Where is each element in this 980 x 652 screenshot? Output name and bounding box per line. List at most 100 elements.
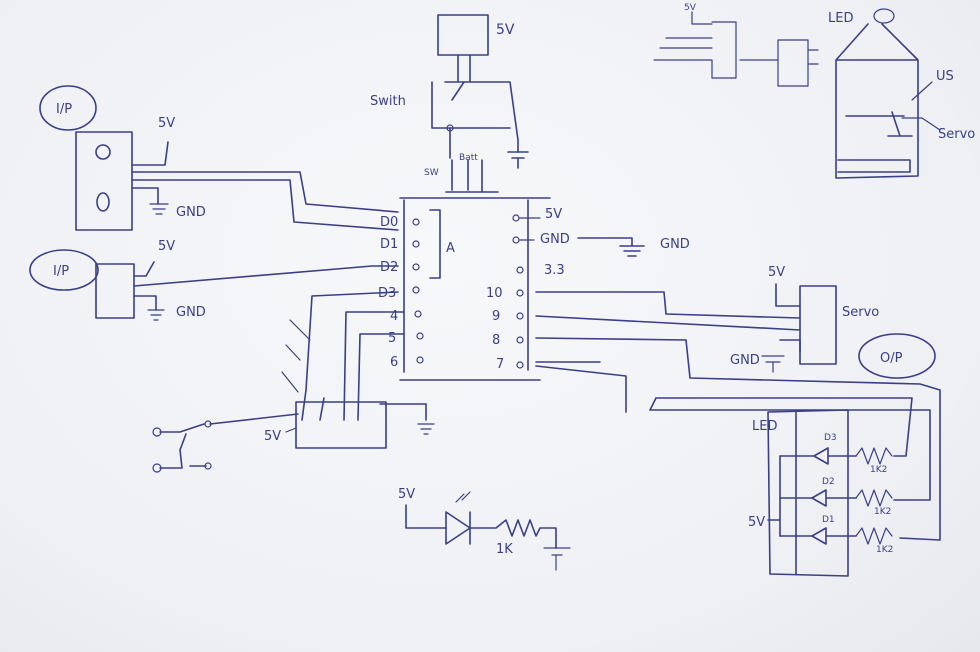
led-2-resistor: 1K2	[874, 507, 891, 517]
button-block-wires	[301, 291, 427, 421]
enclosure-us-label: US	[936, 69, 954, 84]
enclosure-outline	[835, 23, 919, 179]
pin-9: 9	[492, 309, 500, 324]
pin-5v: 5V	[545, 207, 562, 222]
enclosure-us-pointer	[911, 81, 933, 101]
pin-8: 8	[492, 333, 500, 348]
mini-schematic: 5V	[653, 3, 819, 87]
input-1-label: I/P	[56, 102, 72, 117]
supply-box	[437, 14, 489, 56]
right-pin-stubs	[519, 217, 541, 241]
button-1	[159, 413, 299, 433]
board-gnd-label: GND	[660, 237, 690, 252]
input-2-5v: 5V	[158, 239, 175, 254]
button-2	[159, 433, 207, 469]
led-array-wiring	[535, 361, 931, 501]
board-block: A D0 D1 D2 D3 4 5 6 5V GND 3.3 10 9 8 7 …	[378, 197, 690, 381]
status-led: 5V 1K	[398, 487, 571, 571]
sw-label: SW	[424, 168, 439, 178]
output-label: O/P	[880, 351, 903, 366]
input-2-ground	[147, 309, 165, 321]
pin-d0: D0	[380, 215, 398, 230]
pin-4: 4	[390, 309, 398, 324]
led-3-resistor: 1K2	[876, 545, 893, 555]
board-bracket	[429, 209, 441, 279]
enclosure-led-icon	[873, 8, 895, 24]
input-1-gnd: GND	[176, 205, 206, 220]
input-2-pins	[133, 261, 399, 311]
right-pin-holes	[512, 214, 524, 369]
button-1-terminal	[152, 427, 162, 437]
switch-ground	[507, 151, 529, 169]
servo-ground	[761, 355, 785, 373]
led-1-tag: D3	[824, 433, 837, 443]
led-3: D1 1K2	[779, 515, 893, 555]
servo-leads	[535, 283, 941, 541]
pin-5: 5	[388, 331, 396, 346]
input-sensor-2: I/P 5V GND	[29, 239, 399, 321]
led-2: D2 1K2	[779, 477, 893, 517]
servo-block: 5V Servo GND O/P	[535, 265, 941, 541]
pin-6: 6	[390, 355, 398, 370]
status-led-5v: 5V	[398, 487, 415, 502]
button-block-ground	[417, 423, 435, 435]
input-1-circle	[39, 85, 97, 131]
button-block-5v: 5V	[264, 429, 281, 444]
board-gnd-wire	[577, 237, 645, 257]
batt-label: Batt	[459, 153, 478, 163]
status-led-resistor: 1K	[496, 542, 513, 557]
pin-d3: D3	[378, 286, 396, 301]
servo-label: Servo	[842, 305, 879, 320]
pin-d2: D2	[380, 260, 398, 275]
enclosure-servo-arm	[901, 117, 941, 131]
switch-label: Swith	[370, 94, 406, 109]
button-block-feed	[285, 427, 297, 433]
pin-10: 10	[486, 286, 503, 301]
pin-3v3: 3.3	[544, 263, 565, 278]
input-1-pins	[131, 141, 399, 231]
input-1-5v: 5V	[158, 116, 175, 131]
switch-wiring	[431, 54, 519, 159]
led-3-tag: D1	[822, 515, 835, 525]
status-led-ground	[543, 547, 571, 571]
input-2-module	[95, 263, 135, 319]
input-2-circle	[29, 249, 99, 291]
button-2-terminal	[152, 463, 162, 473]
input-2-gnd: GND	[176, 305, 206, 320]
led-2-tag: D2	[822, 477, 835, 487]
status-led-diode	[445, 511, 471, 545]
button-block-hatch	[281, 319, 311, 393]
led-array-5v: 5V	[748, 515, 765, 530]
pin-gnd: GND	[540, 232, 570, 247]
supply-5v-label: 5V	[496, 22, 515, 38]
enclosure-led-label: LED	[828, 11, 853, 26]
switch-to-board-lines	[445, 159, 499, 193]
input-1-sensor-eye-a	[95, 144, 111, 160]
power-switch-block: 5V Swith Batt SW	[370, 14, 529, 193]
button-1-contact	[204, 420, 212, 428]
output-circle	[858, 333, 936, 379]
input-sensor-1: I/P 5V GND	[39, 85, 399, 231]
pin-d1: D1	[380, 237, 398, 252]
input-1-ground	[149, 203, 169, 215]
led-array: LED D3 1K2 D2 1K2 D1 1K2 5V	[535, 361, 931, 577]
button-header	[295, 401, 387, 449]
led-1-resistor: 1K2	[870, 465, 887, 475]
servo-5v: 5V	[768, 265, 785, 280]
pin-7: 7	[496, 357, 504, 372]
switch-contact	[446, 124, 454, 132]
enclosure-servo-label: Servo	[938, 127, 975, 142]
input-1-sensor-eye-b	[96, 192, 110, 212]
enclosure-sketch: LED US Servo	[828, 8, 975, 179]
mini-wires	[653, 11, 819, 87]
led-array-bus	[767, 455, 781, 537]
led-array-label: LED	[752, 419, 777, 434]
left-pin-holes	[412, 218, 424, 364]
status-led-arrows	[455, 491, 471, 503]
status-led-wire	[405, 504, 557, 549]
servo-gnd: GND	[730, 353, 760, 368]
servo-body	[799, 285, 837, 365]
board-label: A	[446, 241, 455, 256]
